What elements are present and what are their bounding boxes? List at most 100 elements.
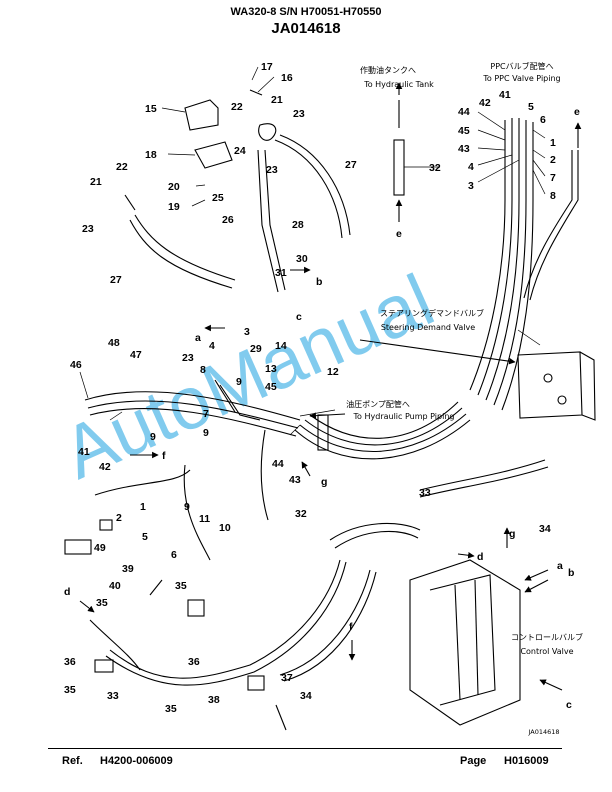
callout-part-39: 39 <box>122 563 134 575</box>
callout-part-15: 15 <box>145 103 157 115</box>
callout-part-1b: 1 <box>140 501 146 513</box>
note-control-en: Control Valve <box>520 647 573 656</box>
callout-part-8: 8 <box>550 190 556 202</box>
note-hydraulic-tank-jp: 作動油タンクへ <box>360 65 416 75</box>
callout-part-23c: 23 <box>82 223 94 235</box>
callout-part-27b: 27 <box>345 159 357 171</box>
callout-part-47: 47 <box>130 349 142 361</box>
callout-part-9d: 9 <box>184 501 190 513</box>
callout-part-33: 33 <box>419 487 431 499</box>
callout-part-4b: 4 <box>209 340 215 352</box>
callout-part-4: 4 <box>468 161 474 173</box>
callout-part-11: 11 <box>199 513 210 525</box>
callout-part-43b: 43 <box>289 474 301 486</box>
callout-part-45: 45 <box>458 125 470 137</box>
callout-part-34b: 33 <box>107 690 119 702</box>
callout-part-10: 10 <box>219 522 231 534</box>
callout-part-44b: 44 <box>272 458 284 470</box>
letter-g-mid: g <box>321 476 327 488</box>
callout-part-8b: 8 <box>200 364 206 376</box>
header-model: WA320-8 S/N H70051-H70550 <box>230 6 382 18</box>
letter-b-upper: b <box>316 276 322 288</box>
callout-part-35c: 35 <box>64 684 76 696</box>
callout-part-46: 46 <box>70 359 82 371</box>
callout-part-35: 35 <box>175 580 187 592</box>
note-hydraulic-tank-en: To Hydraulic Tank <box>363 80 434 89</box>
callout-part-7: 7 <box>550 172 556 184</box>
callout-part-45b: 45 <box>265 381 277 393</box>
letter-e-tank: e <box>396 228 402 240</box>
callout-part-28: 28 <box>292 219 304 231</box>
hose-lines <box>64 89 596 731</box>
callout-part-1: 1 <box>550 137 556 149</box>
watermark: AutoManual <box>51 258 446 494</box>
callout-part-7b: 7 <box>203 408 209 420</box>
callout-part-21: 21 <box>271 94 283 106</box>
flow-arrows <box>79 82 582 691</box>
note-pump-en: To Hydraulic Pump Piping <box>353 412 455 421</box>
callout-part-32: 32 <box>429 162 441 174</box>
callout-part-27: 27 <box>110 274 122 286</box>
callout-part-9c: 9 <box>150 431 156 443</box>
callout-part-5: 5 <box>528 101 534 113</box>
callout-part-2b: 2 <box>116 512 122 524</box>
callout-part-22: 22 <box>231 101 243 113</box>
letter-e-ppc: e <box>574 106 580 118</box>
note-control-jp: コントロールバルブ <box>511 632 583 642</box>
callout-part-16: 16 <box>281 72 293 84</box>
callout-part-25: 25 <box>212 192 224 204</box>
callout-part-38: 37 <box>281 672 293 684</box>
letter-d-right: d <box>477 551 483 563</box>
letter-d-left: d <box>64 586 70 598</box>
note-steering-jp: ステアリングデマンドバルブ <box>380 308 484 318</box>
callout-part-34: 34 <box>539 523 551 535</box>
footer-ref-value: H4200-006009 <box>100 755 173 767</box>
callout-part-33b: 35 <box>165 703 177 715</box>
callout-part-41b: 41 <box>78 446 90 458</box>
hydraulic-piping-diagram: AutoManual <box>51 61 596 736</box>
callout-part-9: 9 <box>236 376 242 388</box>
note-steering-en: Steering Demand Valve <box>381 323 475 332</box>
callout-part-48: 48 <box>108 337 120 349</box>
letter-a-right: a <box>557 560 563 572</box>
callout-part-18: 18 <box>145 149 157 161</box>
callout-part-42: 42 <box>479 97 491 109</box>
callout-part-19: 19 <box>168 201 180 213</box>
callout-part-20: 20 <box>168 181 180 193</box>
connection-letters: b c a e e f g g d a b d f c <box>64 106 580 711</box>
note-ppc-en: To PPC Valve Piping <box>482 74 560 83</box>
callout-part-13: 13 <box>265 363 277 375</box>
callout-part-3: 3 <box>468 180 474 192</box>
letter-b-right: b <box>568 567 574 579</box>
letter-f-lower: f <box>349 621 353 633</box>
callout-part-6: 6 <box>540 114 546 126</box>
callout-part-12: 12 <box>327 366 339 378</box>
callout-part-2: 2 <box>550 154 556 166</box>
callout-part-24: 24 <box>234 145 246 157</box>
letter-f-left: f <box>162 450 166 462</box>
callout-part-35b: 35 <box>96 597 108 609</box>
callout-part-9b: 9 <box>203 427 209 439</box>
callout-part-29: 29 <box>250 343 262 355</box>
letter-c-upper: c <box>296 311 302 323</box>
callout-part-3b: 3 <box>244 326 250 338</box>
callout-part-32b: 32 <box>295 508 307 520</box>
drawing-code: JA014618 <box>527 728 559 736</box>
footer: Ref. H4200-006009 Page H016009 <box>48 748 562 779</box>
callout-part-23: 23 <box>293 108 305 120</box>
callout-part-23d: 23 <box>182 352 194 364</box>
callout-part-40: 40 <box>109 580 121 592</box>
callout-part-17: 17 <box>261 61 273 73</box>
callout-part-49: 49 <box>94 542 106 554</box>
part-callouts: 17 16 15 22 21 23 18 24 20 25 19 26 23 2… <box>64 61 556 715</box>
footer-page-value: H016009 <box>504 755 549 767</box>
callout-part-14: 14 <box>275 340 287 352</box>
callout-part-37: 34 <box>300 690 312 702</box>
callout-part-26: 26 <box>222 214 234 226</box>
note-ppc-jp: PPCバルブ配管へ <box>490 61 553 71</box>
letter-a-upper: a <box>195 332 201 344</box>
callout-part-22b: 22 <box>116 161 128 173</box>
leader-lines <box>79 66 546 436</box>
letter-g-right: g <box>509 528 515 540</box>
callout-part-42b: 42 <box>99 461 111 473</box>
